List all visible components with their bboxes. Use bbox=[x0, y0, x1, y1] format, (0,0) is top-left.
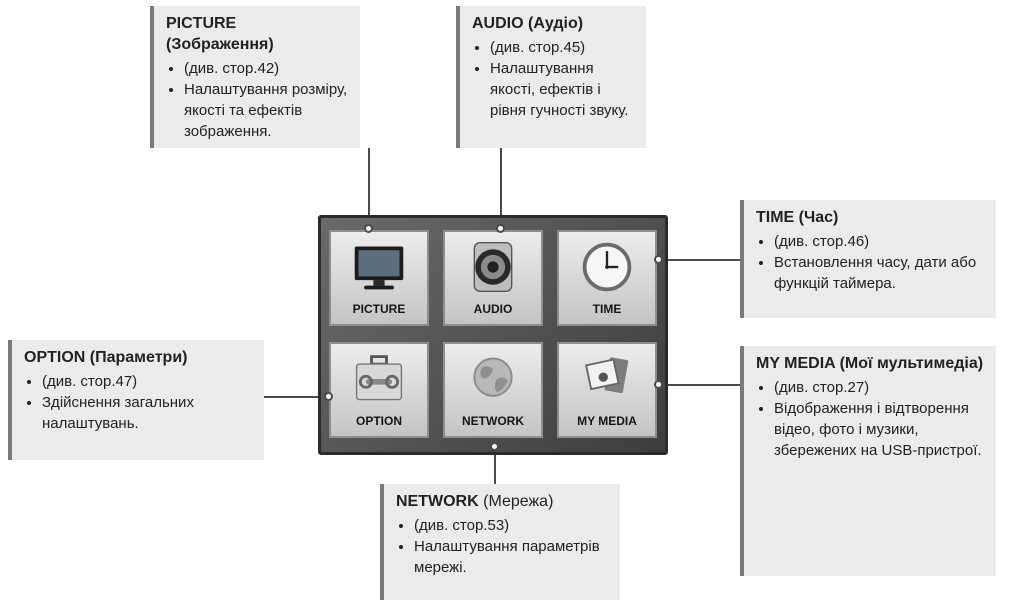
callout-page-ref: (див. стор.47) bbox=[42, 371, 252, 392]
callout-title: NETWORK (Мережа) bbox=[396, 491, 608, 512]
connector-dot-picture bbox=[364, 224, 373, 233]
callout-title: OPTION (Параметри) bbox=[24, 349, 188, 366]
callout-page-ref: (див. стор.27) bbox=[774, 377, 984, 398]
connector-dot-mymedia bbox=[654, 380, 663, 389]
connector-mymedia bbox=[658, 384, 740, 386]
callout-picture: PICTURE (Зображення) (див. стор.42) Нала… bbox=[150, 6, 360, 148]
callout-description: Здійснення загальних налаштувань. bbox=[42, 392, 252, 434]
callout-option: OPTION (Параметри) (див. стор.47) Здійсн… bbox=[8, 340, 264, 460]
speaker-icon bbox=[445, 239, 541, 295]
tile-picture[interactable]: PICTURE bbox=[329, 230, 429, 326]
tile-label: OPTION bbox=[355, 414, 402, 428]
tile-label: AUDIO bbox=[473, 302, 513, 316]
callout-time: TIME (Час) (див. стор.46) Встановлення ч… bbox=[740, 200, 996, 318]
callout-description: Відображення і відтворення відео, фото і… bbox=[774, 398, 984, 461]
tile-network[interactable]: NETWORK bbox=[443, 342, 543, 438]
callout-network: NETWORK (Мережа) (див. стор.53) Налаштув… bbox=[380, 484, 620, 600]
connector-dot-time bbox=[654, 255, 663, 264]
connector-audio bbox=[500, 148, 502, 228]
callout-title: MY MEDIA (Мої мультимедіа) bbox=[756, 355, 984, 372]
callout-description: Налаштування параметрів мережі. bbox=[414, 536, 608, 578]
connector-dot-network bbox=[490, 442, 499, 451]
callout-title-main: NETWORK bbox=[396, 493, 479, 510]
tile-label: TIME bbox=[592, 302, 622, 316]
tile-option[interactable]: OPTION bbox=[329, 342, 429, 438]
callout-description: Налаштування якості, ефектів і рівня гуч… bbox=[490, 58, 634, 121]
callout-page-ref: (див. стор.45) bbox=[490, 37, 634, 58]
connector-picture bbox=[368, 148, 370, 228]
tile-audio[interactable]: AUDIO bbox=[443, 230, 543, 326]
callout-description: Налаштування розміру, якості та ефектів … bbox=[184, 79, 348, 142]
tile-label: MY MEDIA bbox=[577, 414, 637, 428]
callout-page-ref: (див. стор.53) bbox=[414, 515, 608, 536]
tile-label: NETWORK bbox=[462, 414, 524, 428]
main-menu: PICTURE AUDIO TIME bbox=[318, 215, 668, 455]
callout-description: Встановлення часу, дати або функцій тайм… bbox=[774, 252, 984, 294]
monitor-icon bbox=[331, 239, 427, 295]
connector-time bbox=[658, 259, 740, 261]
connector-network bbox=[494, 446, 496, 484]
tile-time[interactable]: TIME bbox=[557, 230, 657, 326]
callout-page-ref: (див. стор.42) bbox=[184, 58, 348, 79]
clock-icon bbox=[559, 239, 655, 295]
connector-dot-audio bbox=[496, 224, 505, 233]
tile-label: PICTURE bbox=[352, 302, 406, 316]
callout-title-sub: (Мережа) bbox=[483, 493, 554, 510]
tile-mymedia[interactable]: MY MEDIA bbox=[557, 342, 657, 438]
media-icon bbox=[559, 351, 655, 407]
connector-dot-option bbox=[324, 392, 333, 401]
callout-title: AUDIO (Аудіо) bbox=[472, 15, 584, 32]
connector-option bbox=[264, 396, 328, 398]
callout-audio: AUDIO (Аудіо) (див. стор.45) Налаштуванн… bbox=[456, 6, 646, 148]
callout-title: TIME (Час) bbox=[756, 209, 839, 226]
globe-icon bbox=[445, 351, 541, 407]
callout-page-ref: (див. стор.46) bbox=[774, 231, 984, 252]
toolbox-icon bbox=[331, 351, 427, 407]
callout-mymedia: MY MEDIA (Мої мультимедіа) (див. стор.27… bbox=[740, 346, 996, 576]
callout-title: PICTURE (Зображення) bbox=[166, 15, 274, 53]
